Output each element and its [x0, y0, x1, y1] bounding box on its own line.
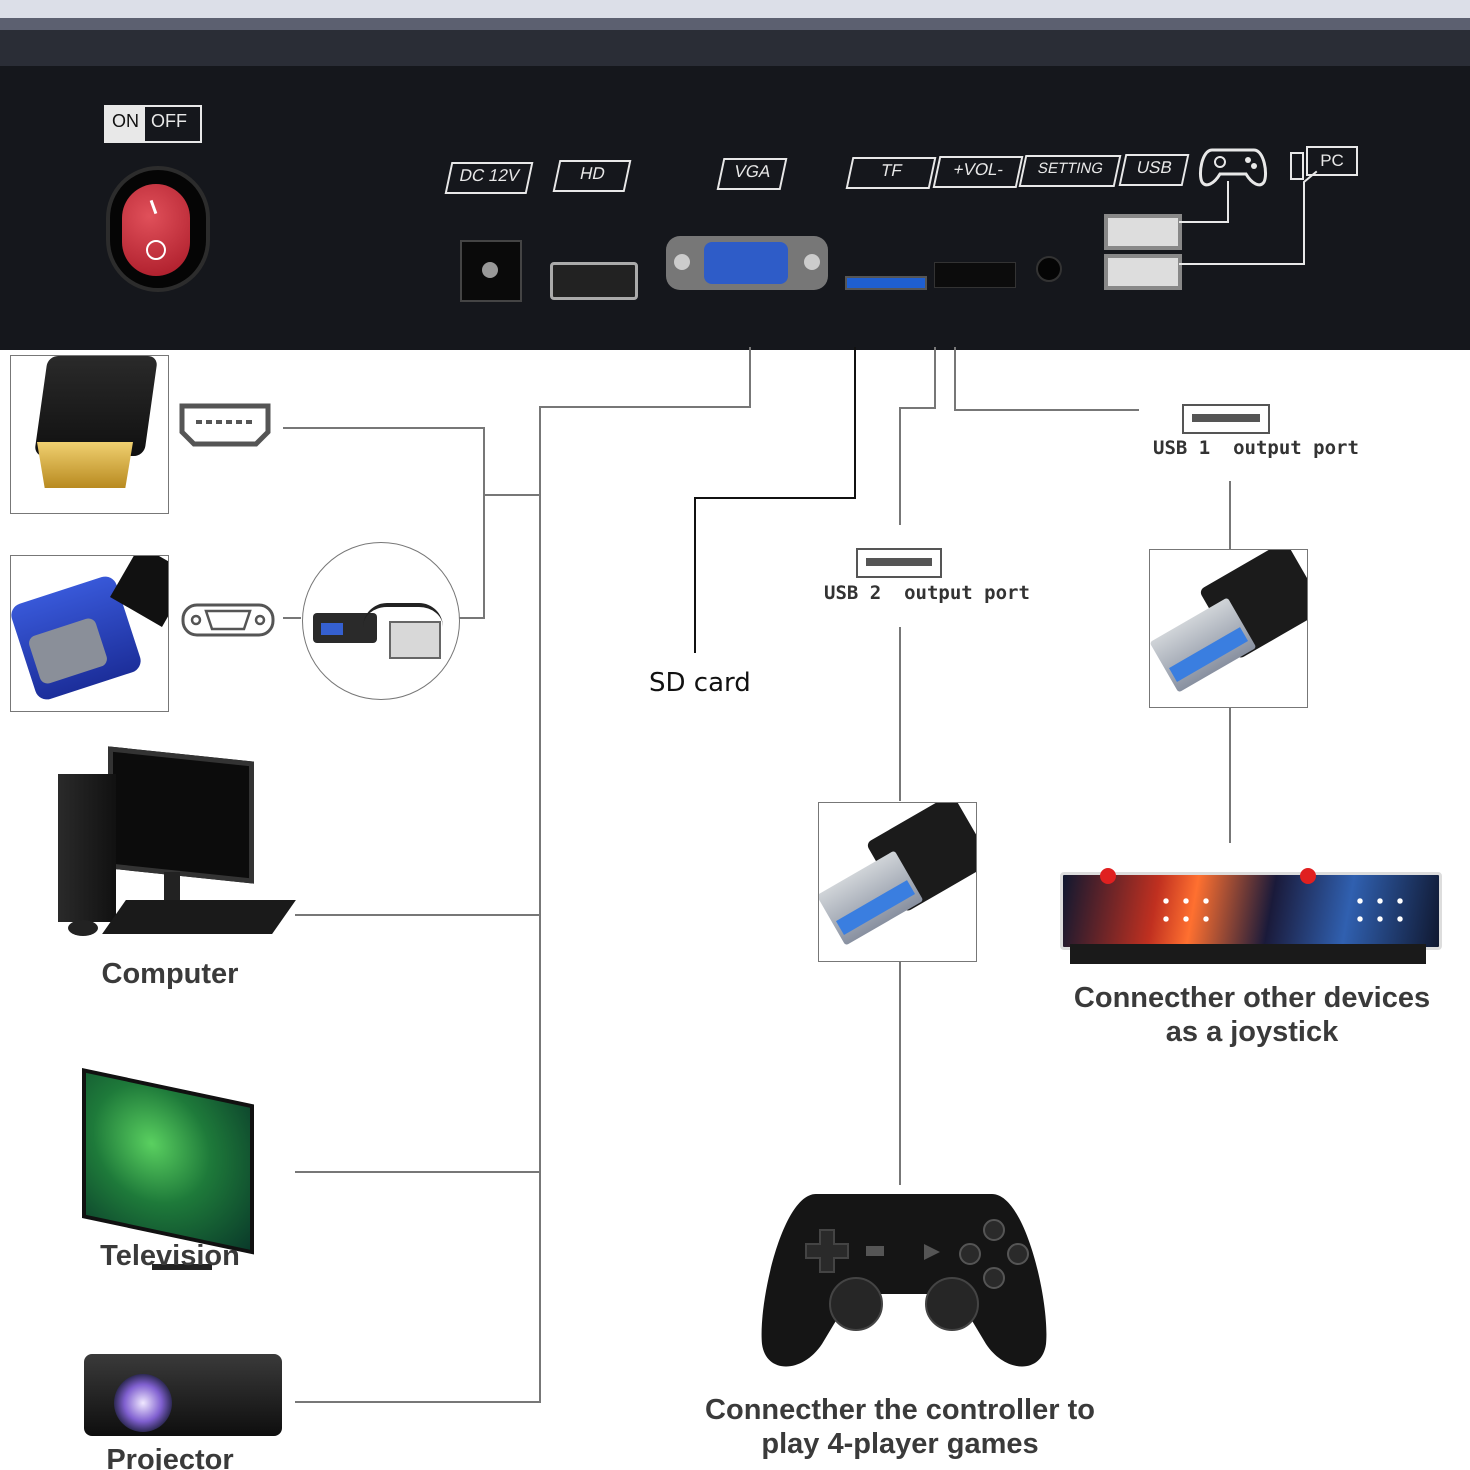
controller-caption-line2: play 4-player games	[761, 1428, 1039, 1460]
vga-cable-image	[10, 555, 169, 712]
usb2-output-port-label: USB 2 output port	[824, 582, 1030, 604]
sd-card-label: SD card	[649, 668, 751, 698]
power-rocker-switch[interactable]	[110, 170, 206, 288]
dc-power-jack[interactable]	[460, 240, 522, 302]
usb-port-top[interactable]	[1104, 214, 1182, 250]
vga-port-icon	[181, 603, 275, 637]
computer-caption: Computer	[101, 958, 239, 990]
hdmi-port[interactable]	[550, 262, 638, 300]
pc-label: PC	[1320, 151, 1344, 170]
usb2-cable-image	[818, 802, 977, 962]
joystick-caption-line2: as a joystick	[1165, 1016, 1339, 1048]
pc-tower-icon	[1290, 152, 1304, 180]
power-switch-label: ON OFF	[104, 105, 202, 143]
device-back-panel: ON OFF DC 12V HD VGA TF +VOL- SETTING US…	[0, 0, 1470, 350]
joystick-caption-line1: Connecther other devices	[1073, 982, 1431, 1014]
rocker-off-mark	[146, 240, 166, 260]
usb-port-bottom[interactable]	[1104, 254, 1182, 290]
tf-card-slot[interactable]	[845, 276, 927, 290]
television-image	[82, 1068, 258, 1270]
controller-caption-line1: Connecther the controller to	[705, 1394, 1095, 1426]
usb1-port-icon	[1182, 404, 1270, 434]
volume-control[interactable]	[934, 262, 1016, 288]
vga-dvi-adapter-image	[302, 542, 460, 700]
arcade-joystick-board-image	[1060, 868, 1442, 968]
pc-icon: PC	[1306, 146, 1358, 176]
switch-on-label: ON	[106, 107, 145, 141]
hdmi-cable-image	[10, 355, 169, 514]
projector-image	[84, 1344, 282, 1440]
game-controller-image	[761, 1194, 1047, 1367]
vga-port[interactable]	[666, 236, 828, 290]
setting-button[interactable]	[1036, 256, 1062, 282]
usb1-output-port-label: USB 1 output port	[1153, 437, 1359, 459]
projector-caption: Projector	[106, 1444, 234, 1470]
rocker-red-paddle	[122, 184, 190, 276]
computer-image	[54, 746, 296, 950]
switch-off-label: OFF	[151, 111, 187, 131]
gamepad-icon	[1198, 148, 1268, 187]
television-caption: Television	[100, 1240, 240, 1272]
hdmi-port-icon	[179, 403, 271, 447]
usb2-port-icon	[856, 548, 942, 578]
usb1-cable-image	[1149, 549, 1308, 708]
